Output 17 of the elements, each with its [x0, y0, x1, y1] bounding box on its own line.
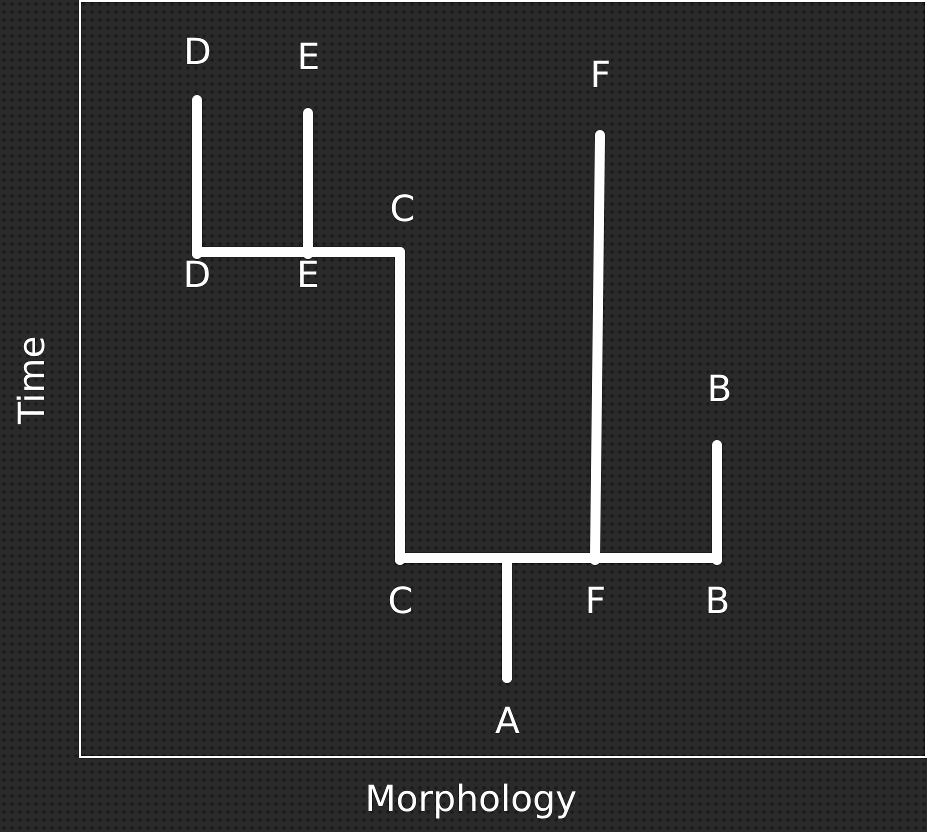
tree-branch: [590, 130, 605, 565]
taxon-label: C: [378, 560, 423, 620]
taxon-label: A: [485, 678, 530, 740]
taxon-label: B: [695, 560, 740, 620]
taxon-label: E: [288, 254, 328, 294]
axis-label: Time: [15, 336, 52, 424]
tree-branch: [303, 108, 313, 259]
taxon-label: B: [697, 372, 742, 445]
tree-branch: [192, 95, 202, 259]
taxon-label: F: [578, 58, 623, 135]
taxon-label: D: [177, 254, 217, 294]
taxon-label: E: [286, 40, 331, 113]
taxon-label: C: [380, 192, 425, 252]
tree-branch: [712, 440, 722, 565]
axis-label: Morphology: [365, 782, 577, 818]
taxon-label: F: [573, 560, 618, 620]
taxon-label: D: [175, 35, 220, 100]
